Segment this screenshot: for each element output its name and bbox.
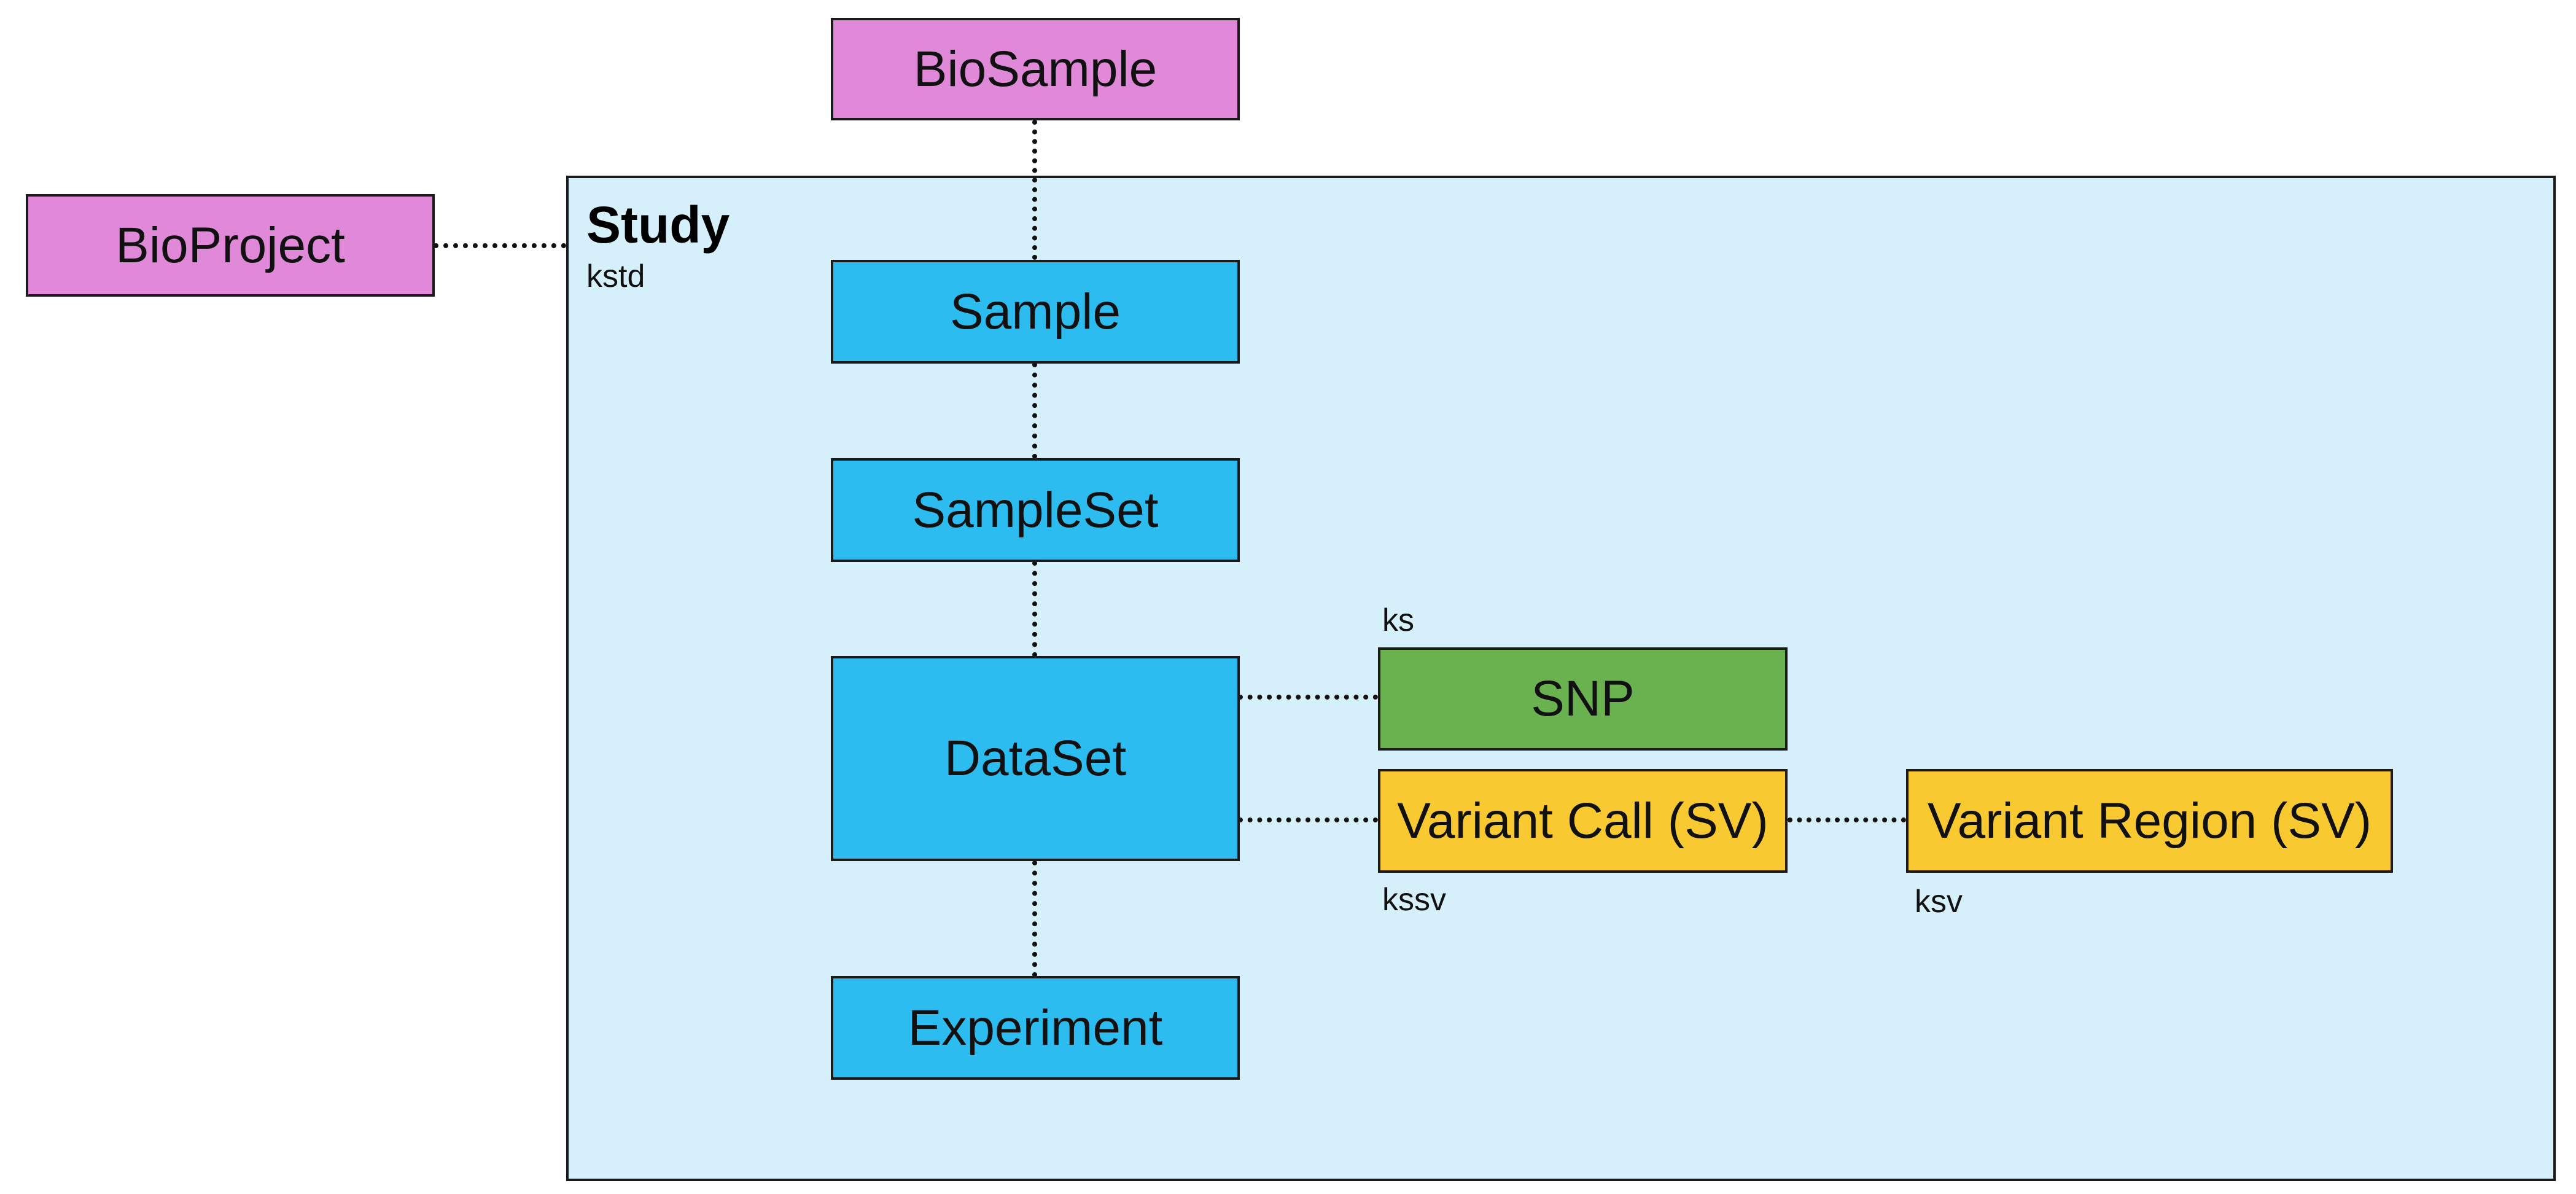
connector-dataset-snp — [1238, 695, 1378, 700]
study-prefix-label: kstd — [586, 259, 645, 294]
variant-call-prefix-label: kssv — [1382, 882, 1446, 918]
snp-node[interactable]: SNP — [1378, 647, 1788, 751]
connector-dataset-variant-call — [1238, 817, 1378, 822]
study-title: Study — [586, 196, 730, 254]
variant-region-prefix-label: ksv — [1915, 884, 1963, 919]
connector-bioproject-study — [434, 243, 566, 248]
dataset-node[interactable]: DataSet — [831, 656, 1240, 861]
biosample-node[interactable]: BioSample — [831, 18, 1240, 120]
connector-sample-sampleset — [1032, 362, 1037, 459]
variant-call-node[interactable]: Variant Call (SV) — [1378, 769, 1788, 873]
connector-biosample-sample — [1032, 120, 1037, 260]
connector-variant-call-variant-region — [1788, 817, 1906, 822]
sample-node[interactable]: Sample — [831, 260, 1240, 364]
experiment-node[interactable]: Experiment — [831, 976, 1240, 1080]
snp-prefix-label: ks — [1382, 603, 1414, 638]
connector-sampleset-dataset — [1032, 561, 1037, 657]
connector-dataset-experiment — [1032, 860, 1037, 977]
sampleset-node[interactable]: SampleSet — [831, 458, 1240, 562]
bioproject-node[interactable]: BioProject — [26, 194, 435, 297]
variant-region-node[interactable]: Variant Region (SV) — [1906, 769, 2393, 873]
